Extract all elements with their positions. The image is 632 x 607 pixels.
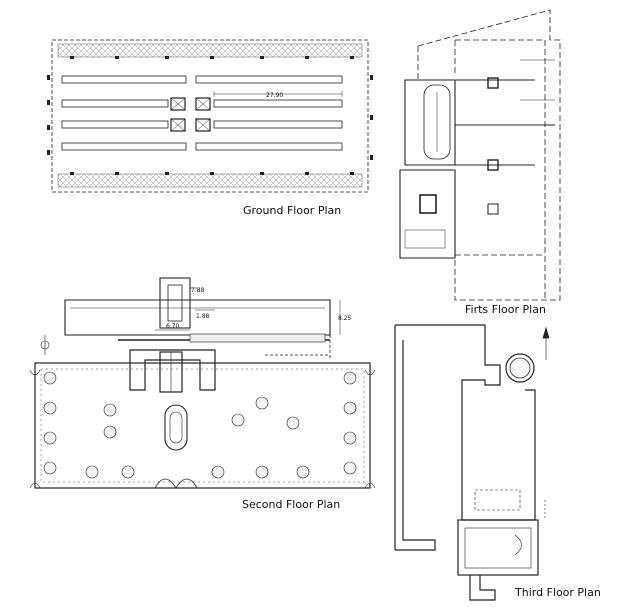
second-dimension-c: 6.70 xyxy=(166,323,180,330)
third-floor-plan xyxy=(394,324,546,601)
ground-floor-plan xyxy=(47,39,373,193)
second-dimension-d: 8.25 xyxy=(338,315,352,322)
first-floor-plan xyxy=(399,9,561,360)
second-dimension-a: 7.88 xyxy=(191,287,205,294)
ground-dimension: 27.90 xyxy=(266,92,283,99)
third-floor-plan-label: Third Floor Plan xyxy=(515,586,601,599)
second-floor-plan-label: Second Floor Plan xyxy=(242,498,341,511)
ground-floor-plan-label: Ground Floor Plan xyxy=(243,204,342,217)
first-floor-plan-label: Firts Floor Plan xyxy=(465,303,546,316)
second-dimension-b: 1.88 xyxy=(196,313,210,320)
second-floor-plan xyxy=(29,277,376,489)
